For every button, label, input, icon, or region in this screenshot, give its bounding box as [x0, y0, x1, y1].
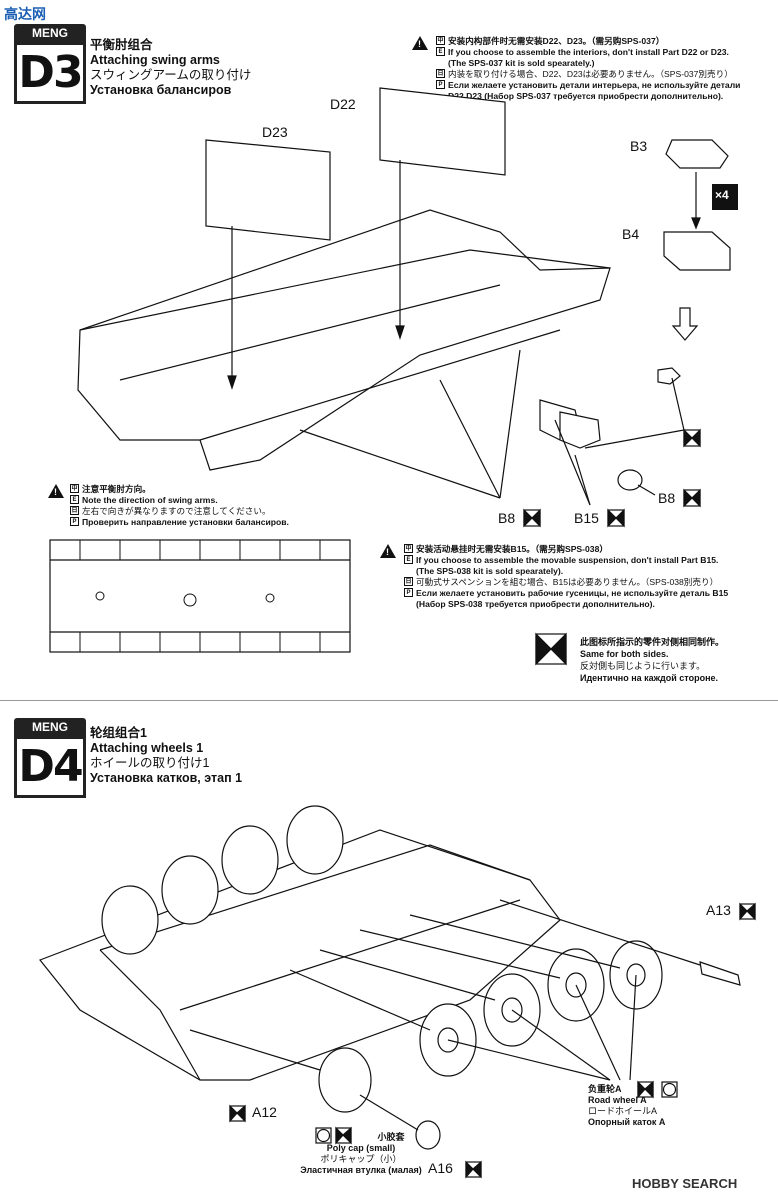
label-a13: A13 [706, 902, 731, 918]
step-number: D4 [14, 736, 86, 798]
watermark-top: 高达网 [4, 6, 46, 22]
legend-same-both-sides: 此图标所指示的零件对侧相同制作。 Same for both sides. 反対… [580, 637, 725, 683]
brand-logo: MENG [14, 718, 86, 736]
step-4-badge: MENG D4 [14, 718, 86, 798]
qty-badge-shape [712, 184, 738, 210]
hull-shape [77, 209, 611, 471]
road-wheel-far [101, 885, 159, 955]
part-b8-shape [617, 469, 643, 491]
label-d23: D23 [262, 124, 288, 140]
title-ja: スウィングアームの取り付け [90, 68, 252, 82]
qty-x4: ×4 [715, 188, 729, 202]
lang-en-icon: E [436, 47, 445, 56]
step-4-title: 轮组组合1 Attaching wheels 1 ホイールの取り付け1 Уста… [90, 726, 242, 786]
label-b4: B4 [622, 226, 640, 242]
warning-icon: ! [412, 36, 428, 55]
title-ru: Установка балансиров [90, 83, 232, 97]
brand-logo: MENG [14, 24, 86, 42]
lang-ru-icon: P [436, 80, 445, 89]
part-d23-shape [205, 139, 331, 241]
label-a12: A12 [252, 1104, 277, 1120]
part-a12-shape [318, 1047, 372, 1113]
label-b8-right: B8 [658, 490, 676, 506]
lang-ja-icon: 日 [436, 69, 445, 78]
section-divider [0, 700, 778, 701]
part-a13-shape [699, 961, 741, 986]
label-a16: A16 [428, 1160, 453, 1176]
label-b8-left: B8 [498, 510, 516, 526]
step-3-title: 平衡肘组合 Attaching swing arms スウィングアームの取り付け… [90, 38, 251, 98]
title-zh: 平衡肘组合 [90, 38, 153, 52]
title-en: Attaching wheels 1 [90, 741, 204, 755]
part-b4-shape [663, 231, 731, 271]
label-d22: D22 [330, 96, 356, 112]
step-3-badge: MENG D3 [14, 24, 86, 104]
title-zh: 轮组组合1 [90, 726, 147, 740]
warning-icon: ! [48, 484, 64, 503]
step-3-drawing [49, 87, 738, 666]
title-ru: Установка катков, этап 1 [90, 771, 243, 785]
title-en: Attaching swing arms [90, 53, 220, 67]
lang-zh-icon: 中 [436, 36, 445, 45]
watermark-bottom: HOBBY SEARCH [632, 1176, 738, 1191]
label-b15: B15 [574, 510, 599, 526]
part-a16-shape [415, 1120, 441, 1150]
warning-icon: ! [380, 544, 396, 563]
part-b3-shape [665, 139, 729, 169]
hull-shape [39, 829, 561, 1081]
step-number: D3 [14, 42, 86, 104]
label-b3: B3 [630, 138, 648, 154]
label-road-wheel: 负重轮A Road wheel A ロードホイールA Опорный каток… [588, 1084, 666, 1127]
label-poly-cap: 小胶套 Poly cap (small) ポリキャップ（小） Эластична… [300, 1132, 422, 1175]
title-ja: ホイールの取り付け1 [90, 756, 210, 770]
part-d22-shape [379, 87, 506, 176]
